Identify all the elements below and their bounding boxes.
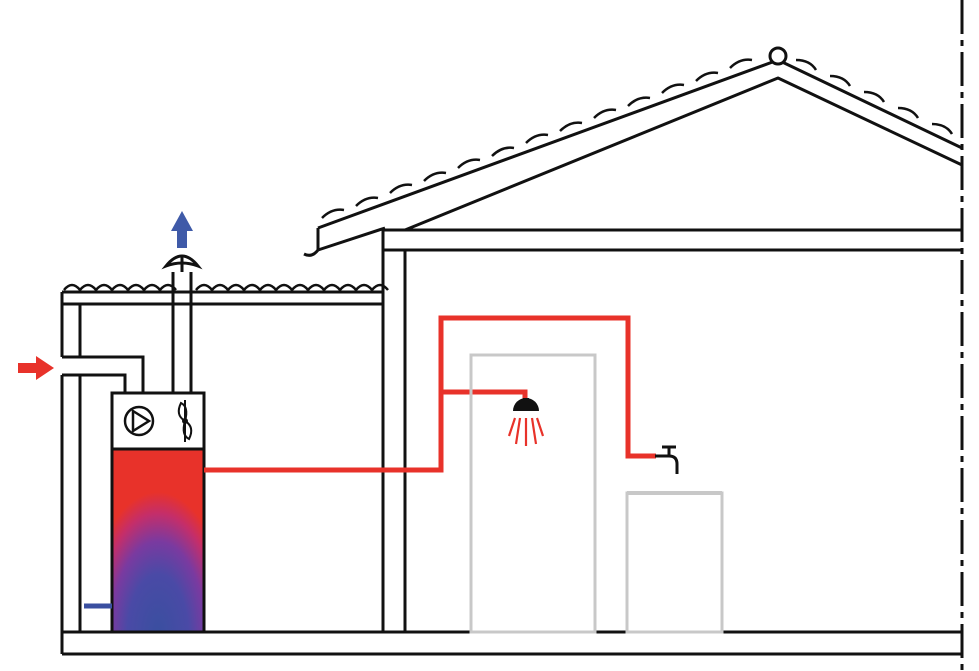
door: [469, 353, 597, 634]
water-tank: [110, 447, 206, 634]
main-roof: [303, 46, 963, 257]
exhaust-chimney: [161, 254, 203, 393]
floor-slab: [60, 630, 962, 656]
shower-branch-pipe: [441, 389, 528, 399]
tap-icon: [655, 445, 679, 474]
main-house-walls: [381, 228, 962, 632]
air-intake-duct: [62, 355, 145, 393]
pump-icon: [123, 405, 155, 437]
arrow-up-icon: [171, 211, 193, 248]
arrow-right-icon: [18, 356, 54, 380]
fan-icon: [177, 400, 193, 442]
annex-roof-tiles: [63, 283, 389, 292]
heat-pump-unit: [110, 391, 206, 451]
hot-water-pipe: [204, 315, 656, 473]
shower-icon: [507, 398, 545, 446]
sink-cabinet: [625, 491, 724, 634]
annex-walls: [60, 290, 383, 632]
